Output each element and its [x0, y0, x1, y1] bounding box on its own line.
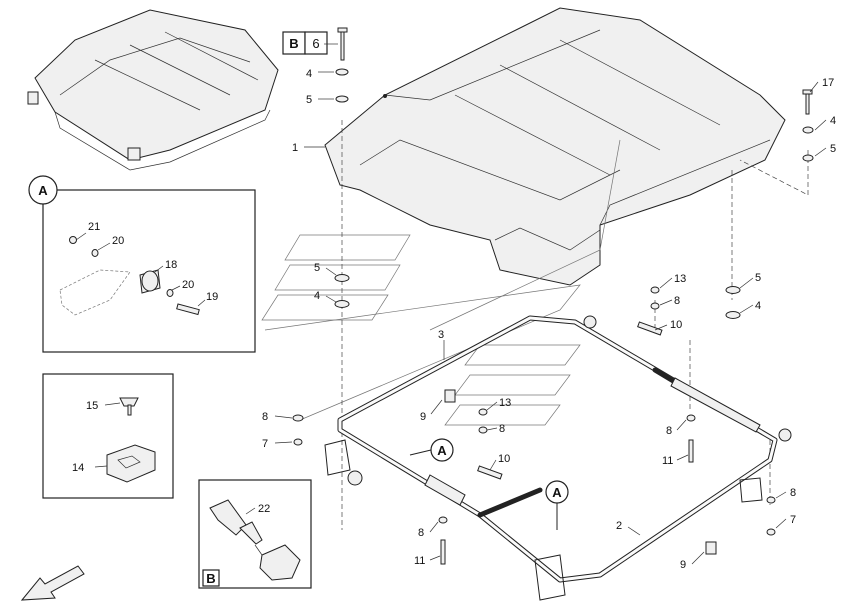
- callout-8-far: 8: [790, 487, 796, 499]
- callout-13-b: 13: [499, 397, 511, 409]
- callout-11-a: 11: [662, 455, 673, 467]
- ref-letter: B: [289, 36, 298, 51]
- callout-17: 17: [822, 77, 834, 89]
- callout-3: 3: [438, 329, 444, 341]
- callout-4-top: 4: [306, 68, 312, 80]
- callout-2: 2: [616, 520, 622, 532]
- detail-a-19: 19: [206, 291, 218, 303]
- callout-5-top: 5: [306, 94, 312, 106]
- detail-b-title: B: [206, 571, 215, 586]
- callout-13-a: 13: [674, 273, 686, 285]
- detail-b-panel: B 22: [198, 479, 312, 589]
- callout-7-left: 7: [262, 438, 268, 450]
- canopy-main: [324, 7, 786, 286]
- callout-4-mid: 4: [314, 290, 320, 302]
- leaders: [274, 43, 827, 565]
- detail-a-20: 20: [112, 235, 124, 247]
- callout-numbers: 4 5 1 17 4 5 5 4 3 13 8 10 5 4 8 7 9 13 …: [262, 68, 836, 571]
- direction-arrow: [20, 565, 85, 601]
- callout-8-low: 8: [418, 527, 424, 539]
- detail-a-18: 18: [165, 259, 177, 271]
- detail-15: 15: [86, 400, 98, 412]
- detail-14: 14: [72, 462, 84, 474]
- ref-number: 6: [312, 36, 319, 51]
- callout-11-b: 11: [414, 555, 425, 567]
- callout-9-a: 9: [420, 411, 426, 423]
- detail-a-markers: A A: [409, 438, 569, 530]
- callout-5-right: 5: [830, 143, 836, 155]
- callout-8-left: 8: [262, 411, 268, 423]
- reference-box: B 6: [282, 31, 328, 55]
- callout-4-right-b: 4: [755, 300, 761, 312]
- detail-a-21: 21: [88, 221, 100, 233]
- callout-8-a: 8: [674, 295, 680, 307]
- callout-8-right: 8: [666, 425, 672, 437]
- detail-a-marker-2: A: [552, 485, 562, 500]
- callout-5-mid: 5: [314, 262, 320, 274]
- clips: [424, 321, 761, 506]
- detail-a-title: A: [38, 183, 48, 198]
- callout-1: 1: [292, 142, 298, 154]
- callout-9-b: 9: [680, 559, 686, 571]
- detail-a-panel: A 21 20 18 20 19: [28, 175, 256, 353]
- frame: [324, 315, 792, 601]
- ghost-outline: [261, 139, 621, 426]
- hardware: [292, 27, 814, 565]
- detail-a-20b: 20: [182, 279, 194, 291]
- detail-b-22: 22: [258, 503, 270, 515]
- detail-a-marker-1: A: [437, 443, 447, 458]
- callout-4-right: 4: [830, 115, 836, 127]
- callout-7-far: 7: [790, 514, 796, 526]
- callout-5-right-b: 5: [755, 272, 761, 284]
- canopy-thumbnail: [27, 9, 279, 171]
- detail-clip-panel: 15 14: [42, 373, 174, 499]
- callout-8-b: 8: [499, 423, 505, 435]
- callout-10-a: 10: [670, 319, 682, 331]
- callout-10-b: 10: [498, 453, 510, 465]
